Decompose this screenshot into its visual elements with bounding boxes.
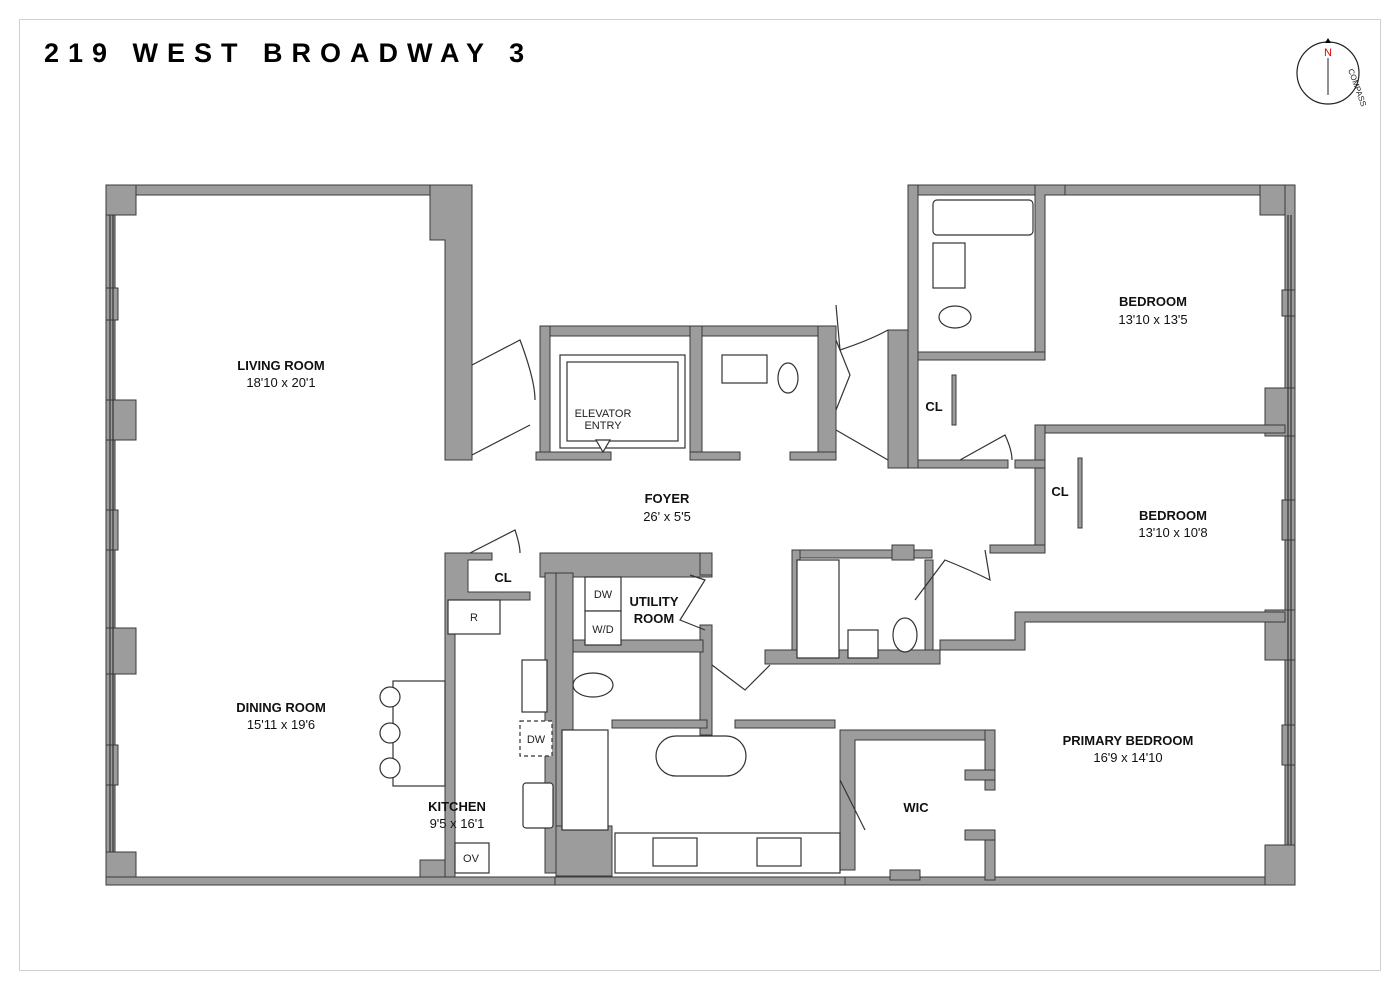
kitchen-sink-icon [521,659,548,713]
utility-dishwasher-icon [584,576,622,612]
oven-label: OV [463,853,480,865]
washer-dryer-icon [584,610,622,646]
shower-icon [561,729,609,831]
bathtub-icon [655,735,747,777]
stool-icon [379,757,401,779]
toilet-icon [892,617,918,653]
shower-icon [796,559,840,659]
kitchen-dims: 9'5 x 16'1 [430,816,485,831]
doors [469,304,1013,831]
living-room-label: LIVING ROOM [237,358,324,373]
cooktop-icon [522,782,554,829]
utility-room-label: UTILITY [629,594,678,609]
compass-icon: N COMPASS [1296,38,1368,108]
foyer-dims: 26' x 5'5 [643,509,691,524]
wic-label: WIC [903,800,929,815]
washer-dryer-label: W/D [592,624,613,636]
living-room-dims: 18'10 x 20'1 [246,375,315,390]
page-border [19,19,1381,971]
kitchen-island [392,680,446,787]
sink-icon [756,837,802,867]
fixtures [379,199,1083,874]
foyer-label: FOYER [645,491,690,506]
bedroom-1-closet-label: CL [925,399,942,414]
kitchen-label: KITCHEN [428,799,486,814]
vanity [614,832,841,874]
refrigerator-label: R [470,612,478,624]
oven-icon [454,842,490,874]
elevator-entry-label: ENTRY [584,420,622,432]
kitchen-dishwasher-icon [519,720,553,757]
kitchen-dw-label: DW [527,734,546,746]
elevator-arrow-icon [594,439,612,454]
sink-icon [652,837,698,867]
foyer-closet-label: CL [494,570,511,585]
utility-dw-label: DW [594,589,613,601]
utility-room-label-2: ROOM [634,611,674,626]
toilet-icon [572,672,614,698]
bedroom-1-label: BEDROOM [1119,294,1187,309]
toilet-icon [777,362,799,394]
room-labels: LIVING ROOM 18'10 x 20'1 DINING ROOM 15'… [236,294,1207,865]
primary-bedroom-label: PRIMARY BEDROOM [1063,733,1194,748]
bedroom-2-dims: 13'10 x 10'8 [1138,525,1207,540]
windows [109,215,1292,852]
sink-icon [932,242,966,289]
svg-text:N: N [1324,47,1332,59]
sink-icon [721,354,768,384]
page-title: 219 WEST BROADWAY 3 [44,38,534,68]
walls [105,184,1296,886]
stool-icon [379,686,401,708]
refrigerator-icon [447,599,501,635]
sink-icon [847,629,879,659]
dining-room-label: DINING ROOM [236,700,326,715]
stool-icon [379,722,401,744]
dining-room-dims: 15'11 x 19'6 [247,717,315,732]
toilet-icon [938,305,972,329]
bedroom-2-label: BEDROOM [1139,508,1207,523]
primary-bedroom-dims: 16'9 x 14'10 [1093,750,1162,765]
bedroom-1-dims: 13'10 x 13'5 [1118,312,1187,327]
bathtub-icon [932,199,1034,236]
elevator-label: ELEVATOR [575,408,632,420]
bedroom-2-closet-label: CL [1051,484,1068,499]
